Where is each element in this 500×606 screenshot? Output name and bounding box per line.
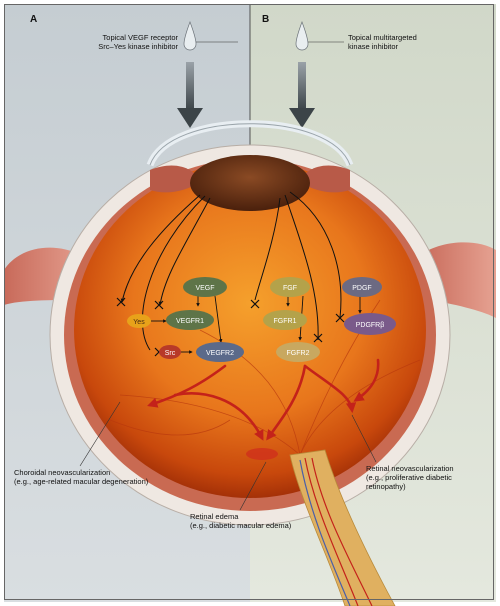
optic-veins	[299, 459, 351, 606]
retinal-vessels	[109, 299, 421, 456]
figure-frame	[4, 4, 494, 600]
inhibition-marks	[116, 297, 345, 357]
ciliary-body-right	[300, 165, 350, 193]
vitreous-cavity	[74, 162, 426, 498]
label-choroidal-line-1: Choroidal neovascularization	[14, 468, 111, 477]
node-vegf-label: VEGF	[195, 285, 214, 292]
ciliary-body-left	[150, 165, 200, 193]
node-yes-label: Yes	[133, 319, 145, 326]
node-vegfr1: VEGFR1	[166, 310, 214, 330]
node-fgfr2: FGFR2	[276, 342, 320, 362]
optic-vessels	[304, 457, 373, 606]
label-retinal-neo-line-3: retinopathy)	[366, 482, 406, 491]
label-choroidal-line-2: (e.g., age-related macular degeneration)	[14, 477, 149, 486]
node-pdgfrb-label: PDGFRβ	[356, 322, 385, 329]
outcome-arrows	[147, 358, 380, 441]
lens	[190, 155, 310, 211]
application-arrow-b	[289, 62, 315, 128]
label-panel-a: Topical VEGF receptor Src–Yes kinase inh…	[68, 33, 178, 51]
node-src-label: Src	[165, 350, 176, 357]
label-retinal-edema: Retinal edema (e.g., diabetic macular ed…	[190, 512, 291, 530]
node-vegf: VEGF	[183, 277, 227, 297]
label-panel-b: Topical multitargeted kinase inhibitor	[348, 33, 417, 51]
label-choroidal-neovascularization: Choroidal neovascularization (e.g., age-…	[14, 468, 148, 486]
label-panel-a-line-1: Topical VEGF receptor	[102, 33, 178, 42]
label-retinal-neo-line-1: Retinal neovascularization	[366, 464, 454, 473]
label-retinal-neo-line-2: (e.g., proliferative diabetic	[366, 473, 452, 482]
node-vegfr2: VEGFR2	[196, 342, 244, 362]
label-retinal-edema-line-2: (e.g., diabetic macular edema)	[190, 521, 292, 530]
node-vegfr1-label: VEGFR1	[176, 318, 204, 325]
node-vegfr2-label: VEGFR2	[206, 350, 234, 357]
droplet-icon-a	[183, 21, 197, 51]
application-arrow-a	[177, 62, 203, 128]
label-panel-a-line-2: Src–Yes kinase inhibitor	[98, 42, 178, 51]
node-fgf: FGF	[270, 277, 310, 297]
node-pdgf: PDGF	[342, 277, 382, 297]
node-fgfr2-label: FGFR2	[287, 350, 310, 357]
callout-leaders	[79, 401, 377, 511]
node-pdgf-label: PDGF	[352, 285, 371, 292]
droplet-icon-b	[295, 21, 309, 51]
label-retinal-edema-line-1: Retinal edema	[190, 512, 239, 521]
node-pdgfrb: PDGFRβ	[344, 313, 396, 335]
cornea-outline	[149, 123, 351, 166]
node-fgfr1: FGFR1	[263, 310, 307, 330]
panel-letter-a: A	[30, 14, 38, 25]
panel-letter-b: B	[262, 14, 270, 25]
node-src: Src	[159, 345, 181, 359]
drug-diffusion-paths	[120, 191, 342, 351]
label-retinal-neovascularization: Retinal neovascularization (e.g., prolif…	[366, 464, 454, 491]
node-fgf-label: FGF	[283, 285, 297, 292]
label-panel-b-line-2: kinase inhibitor	[348, 42, 399, 51]
macula-lesion	[246, 448, 278, 460]
node-yes: Yes	[127, 314, 151, 328]
node-fgfr1-label: FGFR1	[274, 318, 297, 325]
label-panel-b-line-1: Topical multitargeted	[348, 33, 417, 42]
